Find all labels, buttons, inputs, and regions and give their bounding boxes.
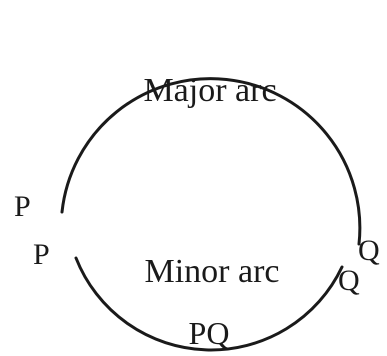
chord-pq-label: PQ — [189, 315, 230, 351]
point-q-inner-label: Q — [338, 264, 360, 297]
point-q-outer-label: Q — [358, 234, 380, 267]
major-arc-label: Major arc — [143, 72, 276, 109]
minor-arc-curve — [74, 256, 344, 352]
point-p-inner-label: P — [33, 238, 50, 271]
point-p-outer-label: P — [14, 190, 31, 223]
minor-arc-label: Minor arc — [144, 253, 279, 290]
major-arc-curve — [60, 77, 362, 246]
